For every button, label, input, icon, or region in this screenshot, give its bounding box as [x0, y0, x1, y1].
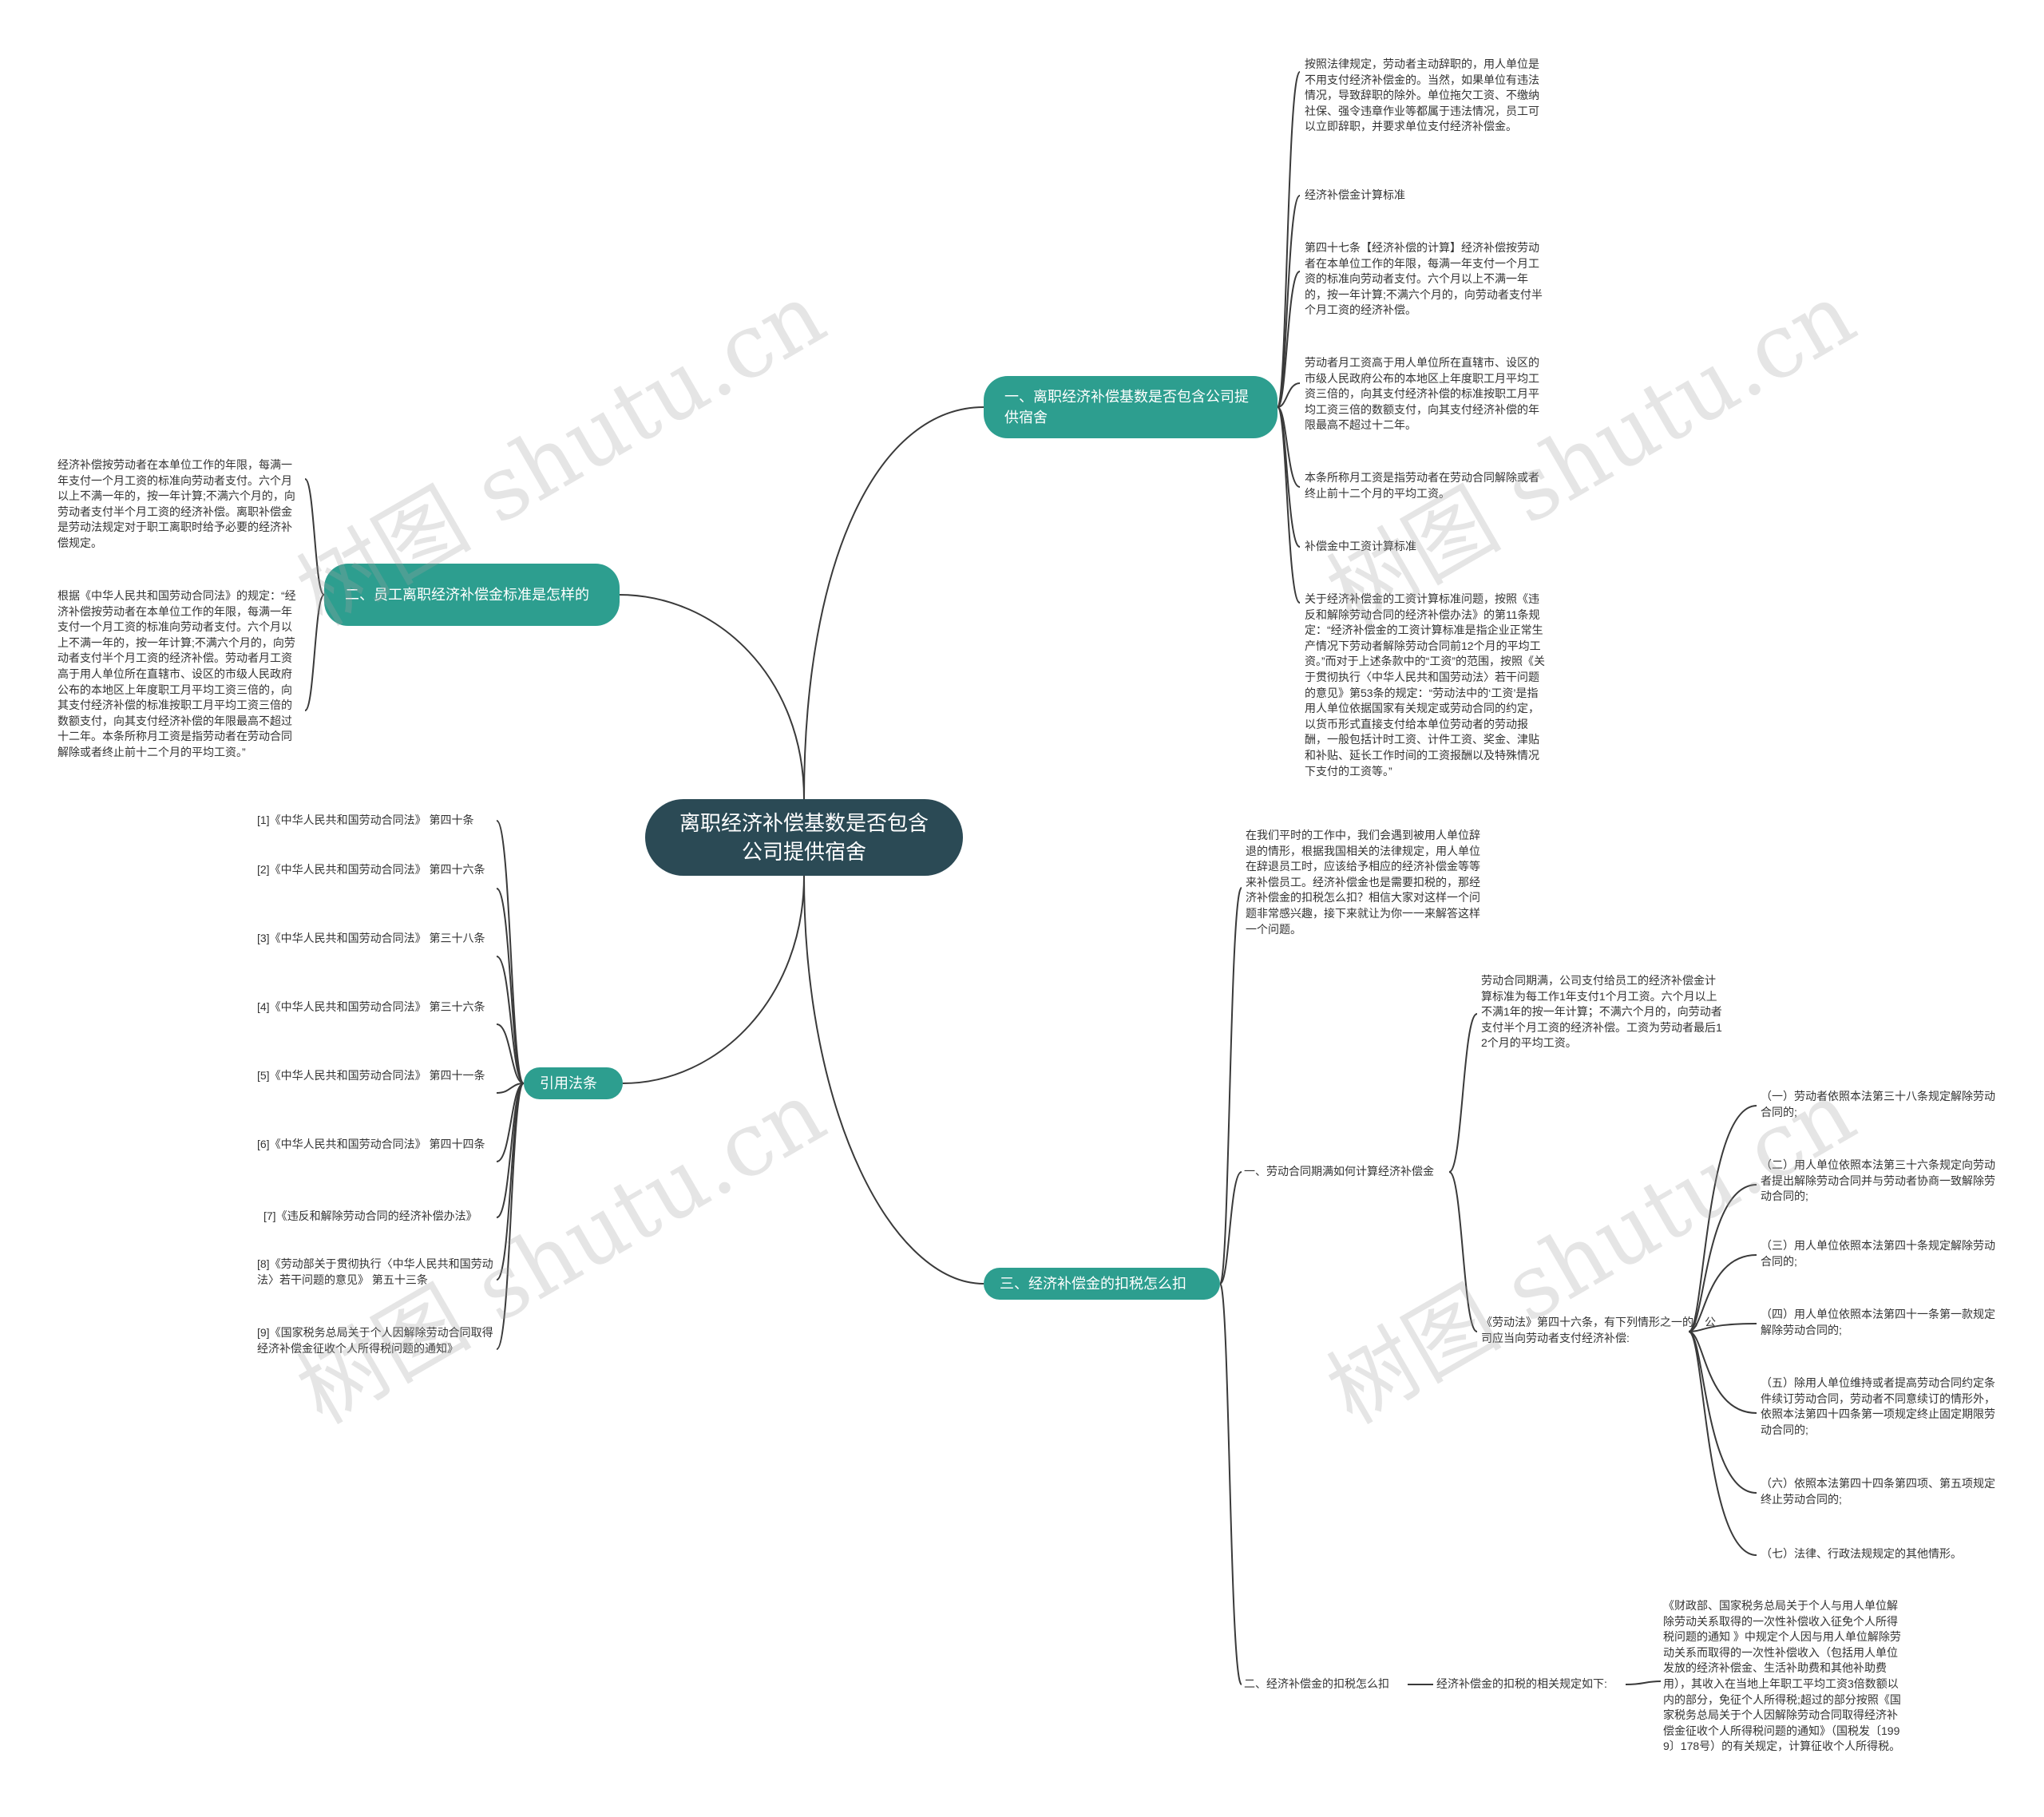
- case-item: （七）法律、行政法规规定的其他情形。: [1761, 1547, 1962, 1560]
- tax-intro: 在我们平时的工作中，我们会遇到被用人单位辞退的情形，根据我国相关的法律规定，用人…: [1246, 829, 1480, 936]
- case-item: （六）依照本法第四十四条第四项、第五项规定终止劳动合同的;: [1761, 1477, 1995, 1506]
- sub-tax-method[interactable]: 二、经济补偿金的扣税怎么扣: [1244, 1677, 1389, 1690]
- law-reference: [3]《中华人民共和国劳动合同法》 第三十八条: [257, 932, 485, 944]
- branch1-item: 按照法律规定，劳动者主动辞职的，用人单位是不用支付经济补偿金的。当然，如果单位有…: [1305, 57, 1539, 133]
- branch2-item: 经济补偿按劳动者在本单位工作的年限，每满一年支付一个月工资的标准向劳动者支付。六…: [57, 458, 295, 549]
- law-reference: [4]《中华人民共和国劳动合同法》 第三十六条: [257, 1000, 485, 1013]
- branch1-item: 本条所称月工资是指劳动者在劳动合同解除或者终止前十二个月的平均工资。: [1305, 471, 1539, 500]
- law-reference: [9]《国家税务总局关于个人因解除劳动合同取得经济补偿金征收个人所得税问题的通知…: [257, 1326, 493, 1355]
- case-item: （四）用人单位依照本法第四十一条第一款规定解除劳动合同的;: [1761, 1308, 1995, 1336]
- branch2-item: 根据《中华人民共和国劳动合同法》的规定：“经济补偿按劳动者在本单位工作的年限，每…: [57, 589, 296, 758]
- branch1-item: 第四十七条【经济补偿的计算】经济补偿按劳动者在本单位工作的年限，每满一年支付一个…: [1305, 241, 1543, 317]
- branch1-item: 劳动者月工资高于用人单位所在直辖市、设区的市级人民政府公布的本地区上年度职工月平…: [1305, 356, 1539, 432]
- tax-rule-label[interactable]: 经济补偿金的扣税的相关规定如下:: [1436, 1677, 1607, 1690]
- law-reference: [7]《违反和解除劳动合同的经济补偿办法》: [263, 1209, 477, 1222]
- law-reference: [6]《中华人民共和国劳动合同法》 第四十四条: [257, 1138, 485, 1150]
- branch-compensation-basis[interactable]: 一、离职经济补偿基数是否包含公司提供宿舍: [984, 376, 1278, 438]
- sub1-text: 《劳动法》第四十六条，有下列情形之一的，公司应当向劳动者支付经济补偿:: [1481, 1316, 1716, 1344]
- branch1-item: 补偿金中工资计算标准: [1305, 540, 1416, 552]
- branch-cited-laws[interactable]: 引用法条: [524, 1067, 623, 1099]
- branch1-item: 关于经济补偿金的工资计算标准问题，按照《违反和解除劳动合同的经济补偿办法》的第1…: [1305, 592, 1545, 778]
- law-reference: [5]《中华人民共和国劳动合同法》 第四十一条: [257, 1069, 485, 1082]
- sub-contract-expiry[interactable]: 一、劳动合同期满如何计算经济补偿金: [1244, 1165, 1434, 1178]
- case-item: （三）用人单位依照本法第四十条规定解除劳动合同的;: [1761, 1239, 1995, 1268]
- tax-rule-text: 《财政部、国家税务总局关于个人与用人单位解除劳动关系取得的一次性补偿收入征免个人…: [1663, 1599, 1901, 1753]
- case-item: （二）用人单位依照本法第三十六条规定向劳动者提出解除劳动合同并与劳动者协商一致解…: [1761, 1158, 1995, 1203]
- branch-compensation-standard[interactable]: 二、员工离职经济补偿金标准是怎样的: [324, 564, 620, 626]
- sub1-text: 劳动合同期满，公司支付给员工的经济补偿金计算标准为每工作1年支付1个月工资。六个…: [1481, 974, 1722, 1050]
- branch1-item: 经济补偿金计算标准: [1305, 188, 1405, 201]
- root-topic[interactable]: 离职经济补偿基数是否包含公司提供宿舍: [645, 799, 963, 876]
- branch-tax-deduction[interactable]: 三、经济补偿金的扣税怎么扣: [984, 1268, 1220, 1300]
- case-item: （一）劳动者依照本法第三十八条规定解除劳动合同的;: [1761, 1090, 1995, 1118]
- law-reference: [1]《中华人民共和国劳动合同法》 第四十条: [257, 813, 474, 826]
- law-reference: [8]《劳动部关于贯彻执行〈中华人民共和国劳动法〉若干问题的意见》 第五十三条: [257, 1257, 493, 1286]
- case-item: （五）除用人单位维持或者提高劳动合同约定条件续订劳动合同，劳动者不同意续订的情形…: [1761, 1376, 1995, 1436]
- law-reference: [2]《中华人民共和国劳动合同法》 第四十六条: [257, 863, 485, 876]
